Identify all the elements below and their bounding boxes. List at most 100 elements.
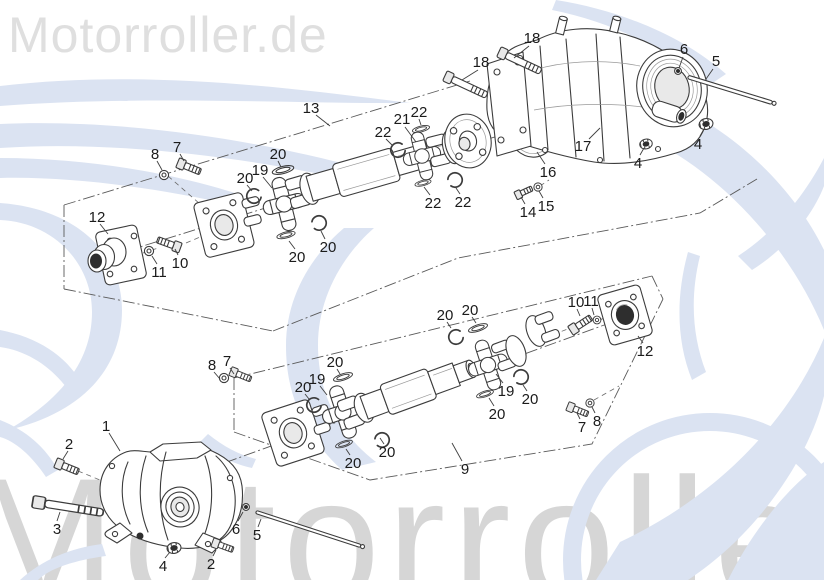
callout-label-13: 13 — [303, 100, 320, 117]
nut-6-lower — [242, 503, 250, 511]
callout-leader-44 — [108, 432, 121, 452]
callout-leader-15 — [455, 187, 461, 195]
callout-leader-26 — [576, 308, 581, 317]
callout-label-1: 1 — [102, 418, 110, 435]
callout-leader-11 — [418, 118, 422, 126]
callout-leader-24 — [151, 255, 158, 265]
callout-label-12: 12 — [89, 209, 106, 226]
callout-label-9: 9 — [461, 461, 469, 478]
bolt-7-lower-left — [228, 366, 254, 385]
callout-leader-34 — [576, 412, 581, 420]
callout-label-7: 7 — [173, 139, 181, 156]
callout-leader-41 — [345, 448, 351, 456]
circlip-20-lr-right — [511, 366, 532, 387]
circlip-20-lr-left — [445, 327, 466, 348]
washer-11-upper — [143, 245, 155, 257]
callout-leader-10 — [520, 196, 526, 205]
callout-leader-40 — [229, 367, 235, 375]
callout-leader-13 — [385, 138, 394, 147]
callout-leader-45 — [62, 450, 69, 460]
callout-leader-33 — [488, 397, 495, 407]
callout-label-20: 20 — [320, 239, 337, 256]
callout-label-22: 22 — [411, 104, 428, 121]
front-diff-housing-1 — [99, 441, 244, 554]
callout-leader-27 — [591, 307, 595, 316]
callout-leader-17 — [262, 176, 273, 189]
callout-label-6: 6 — [232, 521, 240, 538]
upper-driveshaft-assembly — [87, 15, 777, 286]
callout-leader-4 — [705, 68, 714, 80]
callout-leader-32 — [522, 384, 528, 392]
callout-leader-6 — [639, 147, 645, 156]
callout-leader-19 — [288, 240, 296, 250]
callout-leader-23 — [99, 223, 109, 235]
rod-5-upper — [687, 75, 777, 106]
oring-20-lr-top — [467, 321, 489, 335]
callout-label-19: 19 — [252, 162, 269, 179]
rod-5-lower — [255, 510, 366, 550]
callout-label-20: 20 — [327, 354, 344, 371]
callout-label-6: 6 — [680, 41, 688, 58]
callout-leader-29 — [446, 321, 452, 329]
callout-leader-38 — [304, 393, 310, 400]
callout-label-20: 20 — [237, 170, 254, 187]
oring-20-upper-bottom — [275, 229, 297, 241]
callout-leader-0 — [315, 114, 331, 127]
washer-8-lower-right — [585, 398, 595, 408]
nut-8-upper — [158, 169, 170, 181]
bolt-3 — [30, 494, 105, 520]
logo-watermark-text: Motorroller.de — [8, 7, 328, 63]
callout-label-8: 8 — [208, 357, 216, 374]
nut-8-lower-left — [218, 372, 230, 384]
callout-leader-25 — [174, 248, 179, 256]
callout-label-20: 20 — [345, 455, 362, 472]
callout-label-20: 20 — [522, 391, 539, 408]
callout-label-20: 20 — [379, 444, 396, 461]
washer-15 — [533, 182, 543, 192]
callout-leader-8 — [536, 151, 546, 165]
circlip-22-right — [445, 169, 466, 190]
callout-leader-43 — [451, 442, 463, 462]
callout-leader-36 — [336, 368, 341, 375]
callout-leader-18 — [246, 184, 253, 192]
callout-leader-21 — [156, 160, 163, 171]
callout-leader-28 — [637, 335, 644, 344]
callout-leader-42 — [379, 437, 385, 445]
flange-12-lower — [597, 284, 653, 346]
callout-leader-9 — [538, 190, 544, 199]
callout-leader-2 — [461, 69, 479, 81]
callout-label-10: 10 — [568, 294, 585, 311]
callout-leader-31 — [495, 373, 504, 384]
callout-label-17: 17 — [575, 138, 592, 155]
callout-label-8: 8 — [151, 146, 159, 163]
callout-label-18: 18 — [473, 54, 490, 71]
callout-leader-50 — [257, 518, 262, 528]
callout-leader-46 — [56, 511, 61, 522]
callout-label-20: 20 — [289, 249, 306, 266]
callout-label-5: 5 — [712, 53, 720, 70]
bolt-2-b — [210, 537, 236, 555]
callout-label-7: 7 — [223, 353, 231, 370]
callout-label-2: 2 — [207, 556, 215, 573]
callout-label-18: 18 — [524, 30, 541, 47]
callout-label-20: 20 — [489, 406, 506, 423]
callout-label-22: 22 — [375, 124, 392, 141]
callout-label-22: 22 — [425, 195, 442, 212]
callout-leader-39 — [213, 371, 221, 380]
callout-label-16: 16 — [540, 164, 557, 181]
bolt-2-a — [53, 457, 81, 478]
callout-leader-49 — [237, 511, 244, 522]
callout-label-10: 10 — [172, 255, 189, 272]
callout-leader-37 — [319, 385, 328, 396]
diff-housing-17 — [486, 15, 709, 164]
callout-leader-22 — [179, 153, 185, 162]
oring-20-lr-bottom — [475, 388, 495, 400]
callout-label-5: 5 — [253, 527, 261, 544]
circlip-20-upper-right — [309, 212, 330, 233]
lower-driveshaft-assembly — [30, 284, 653, 556]
callout-leader-12 — [404, 126, 417, 143]
callout-label-4: 4 — [159, 558, 167, 575]
